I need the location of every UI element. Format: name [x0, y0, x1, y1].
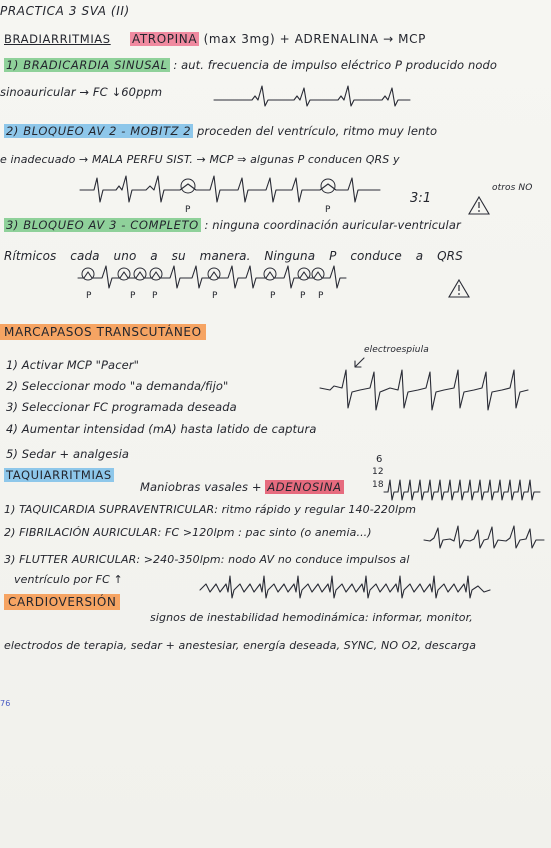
tachy-item-2: 2) FIBRILACIÓN AURICULAR: FC >120lpm : p…	[4, 526, 372, 539]
brady-item-3: 3) BLOQUEO AV 3 - COMPLETO : ninguna coo…	[4, 218, 461, 232]
brady-item-3-text: : ninguna coordinación auricular-ventric…	[204, 218, 461, 232]
atropina-highlight: ATROPINA	[130, 32, 200, 46]
dose-6: 6	[376, 454, 383, 465]
tachy-maneuvers-text: Maniobras vasales +	[140, 480, 262, 494]
svt-ecg-strip	[383, 479, 541, 501]
p-label-cb-1: P	[86, 291, 92, 301]
p-label-cb-3: P	[152, 291, 158, 301]
electroespiula-label: electroespiula	[364, 345, 429, 355]
complete-block-ecg-strip	[77, 265, 347, 289]
brady-item-1: 1) BRADICARDIA SINUSAL : aut. frecuencia…	[4, 58, 498, 72]
brady-item-2-text: proceden del ventrículo, ritmo muy lento	[197, 124, 438, 138]
brady-item-2: 2) BLOQUEO AV 2 - MOBITZ 2 proceden del …	[4, 124, 438, 138]
cardio-line2: electrodos de terapia, sedar + anestesia…	[4, 639, 477, 652]
page-title: PRACTICA 3 SVA (II)	[0, 4, 130, 18]
block-ratio: 3:1	[410, 191, 432, 206]
mcp-step-4: 4) Aumentar intensidad (mA) hasta latido…	[6, 422, 317, 436]
tachy-item-3-line2: ventrículo por FC ↑	[14, 573, 123, 586]
afib-ecg-strip	[423, 525, 545, 549]
tachy-maneuvers: Maniobras vasales + ADENOSINA	[140, 480, 344, 494]
p-label-cb-2: P	[130, 291, 136, 301]
warning-triangle-icon-2	[448, 278, 470, 298]
mcp-step-2: 2) Seleccionar modo "a demanda/fijo"	[6, 379, 229, 393]
mcp-step-5: 5) Sedar + analgesia	[6, 447, 130, 461]
bloqueo-av3-highlight: 3) BLOQUEO AV 3 - COMPLETO	[4, 218, 201, 232]
bradicardia-sinusal-highlight: 1) BRADICARDIA SINUSAL	[4, 58, 170, 72]
brady-item-2-otros: otros NO	[492, 183, 533, 193]
brady-item-1-line2: sinoauricular → FC ↓60ppm	[0, 85, 163, 99]
mcp-step-3: 3) Seleccionar FC programada deseada	[6, 400, 237, 414]
brady-drugs: ATROPINA (max 3mg) + ADRENALINA → MCP	[130, 32, 426, 46]
p-label-cb-4: P	[212, 291, 218, 301]
p-label-cb-6: P	[300, 291, 306, 301]
warning-triangle-icon	[468, 195, 490, 215]
tachy-item-1: 1) TAQUICARDIA SUPRAVENTRICULAR: ritmo r…	[4, 503, 417, 516]
mcp-heading-wrap: MARCAPASOS TRANSCUTÁNEO	[0, 324, 206, 340]
tachy-heading: TAQUIARRITMIAS	[4, 468, 114, 482]
dose-12: 12	[372, 467, 384, 477]
brady-item-2-line2: e inadecuado → MALA PERFU SIST. → MCP ⇒ …	[0, 153, 400, 166]
flutter-ecg-strip	[199, 575, 491, 599]
mobitz2-ecg-strip	[79, 175, 381, 203]
sinus-brady-ecg-strip	[213, 85, 411, 107]
mcp-heading: MARCAPASOS TRANSCUTÁNEO	[0, 324, 206, 340]
brady-item-1-text: : aut. frecuencia de impulso eléctrico P…	[173, 58, 498, 72]
page-number: 76	[0, 699, 11, 708]
brady-item-3-line2: Rítmicos cada uno a su manera. Ninguna P…	[4, 249, 463, 263]
adenosina-highlight: ADENOSINA	[265, 480, 344, 494]
tachy-item-3: 3) FLUTTER AURICULAR: >240-350lpm: nodo …	[4, 553, 410, 566]
p-label-cb-7: P	[318, 291, 324, 301]
brady-drugs-rest: (max 3mg) + ADRENALINA → MCP	[203, 32, 426, 46]
bloqueo-av2-highlight: 2) BLOQUEO AV 2 - MOBITZ 2	[4, 124, 194, 138]
p-label-mobitz-2: P	[325, 205, 331, 215]
tachy-heading-wrap: TAQUIARRITMIAS	[4, 468, 114, 482]
dose-18: 18	[372, 480, 384, 490]
mcp-step-1: 1) Activar MCP "Pacer"	[6, 358, 140, 372]
p-label-cb-5: P	[270, 291, 276, 301]
cardio-heading: CARDIOVERSIÓN	[4, 594, 121, 610]
pacing-spike-ecg-strip	[319, 369, 529, 411]
cardio-text: signos de inestabilidad hemodinámica: in…	[150, 611, 473, 624]
cardio-heading-wrap: CARDIOVERSIÓN	[4, 594, 121, 610]
arrow-down-left-icon	[354, 357, 365, 368]
brady-heading: BRADIARRITMIAS	[4, 32, 111, 46]
p-label-mobitz-1: P	[185, 205, 191, 215]
